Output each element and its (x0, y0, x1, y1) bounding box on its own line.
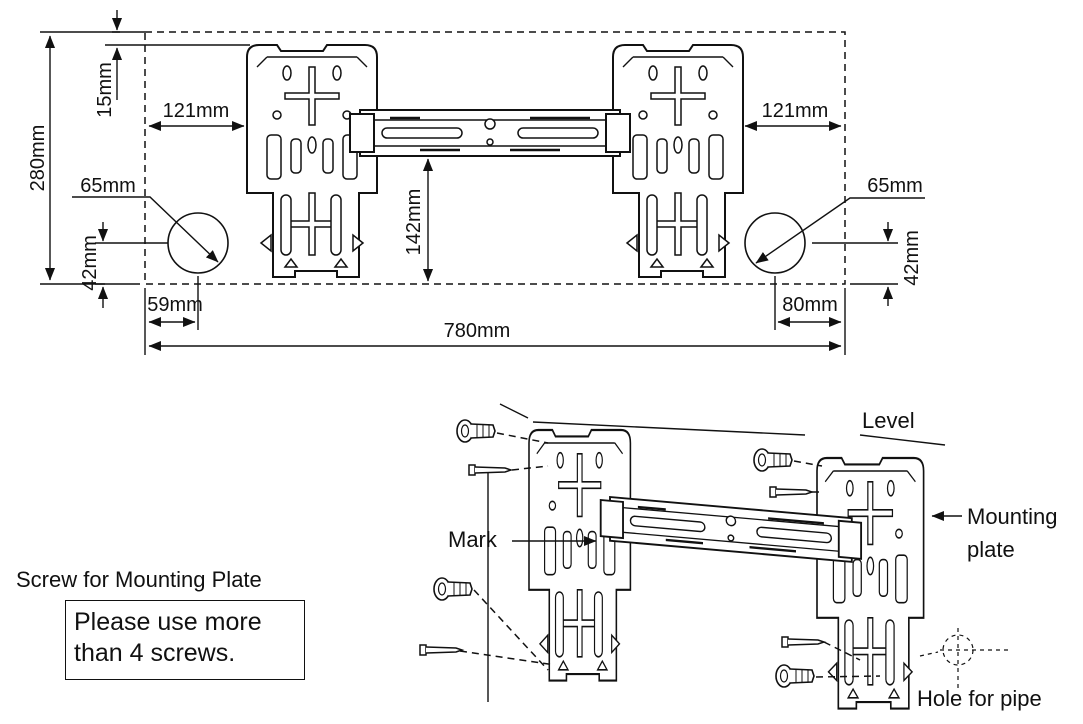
dim-bar-height-label: 142mm (403, 189, 425, 256)
mounting-plate-label-line2: plate (967, 537, 1015, 562)
dim-right-edge-label: 121mm (762, 100, 829, 122)
dim-left-hole-diameter-label: 65mm (80, 175, 136, 197)
wall-anchor-icon (456, 419, 496, 443)
dimension-drawing: 280mm 15mm 121mm 121mm 65mm 65mm (27, 10, 925, 355)
dim-top-margin: 15mm (94, 10, 250, 118)
pipe-hole-marker (919, 628, 1010, 690)
dim-left-edge-label: 121mm (163, 100, 230, 122)
pipe-hole-label: Hole for pipe (917, 686, 1042, 711)
screw-note-line1: Please use more (74, 608, 262, 636)
cross-bar (348, 108, 632, 158)
dim-left-hole-offset: 59mm (144, 276, 203, 355)
dim-overall-height: 280mm (27, 31, 145, 285)
dim-right-edge: 121mm (744, 100, 842, 132)
wall-anchor-icon (775, 664, 815, 688)
dim-left-hole-height: 42mm (79, 222, 168, 308)
install-left-bracket (527, 428, 632, 682)
dim-right-hole-height: 42mm (812, 222, 923, 306)
installation-area-outline (144, 31, 846, 285)
right-bracket (612, 44, 744, 278)
screw-icon (419, 644, 463, 656)
dim-right-hole-diameter-label: 65mm (867, 175, 923, 197)
screw-icon (468, 464, 512, 476)
dim-right-hole-diameter: 65mm (755, 175, 925, 264)
dim-left-hole-height-label: 42mm (79, 235, 101, 291)
installation-view: Level Mark Mounting (419, 403, 1058, 711)
dim-bar-height: 142mm (403, 158, 434, 282)
dim-right-hole-offset: 80mm (774, 276, 846, 355)
screw-note-box: Please use more than 4 screws. (65, 600, 305, 680)
right-pipe-hole (744, 212, 806, 274)
dim-right-hole-height-label: 42mm (901, 230, 923, 286)
dim-left-hole-offset-label: 59mm (147, 294, 203, 316)
dim-left-hole-diameter: 65mm (72, 175, 219, 263)
dim-overall-width-label: 780mm (444, 320, 511, 342)
level-label: Level (862, 408, 915, 433)
screw-note-title: Screw for Mounting Plate (16, 567, 262, 592)
mounting-plate-label-line1: Mounting (967, 504, 1058, 529)
left-bracket (246, 44, 378, 278)
screw-note-line2: than 4 screws. (74, 639, 236, 667)
dim-overall-width: 780mm (148, 320, 842, 352)
dim-overall-height-label: 280mm (27, 125, 49, 192)
dim-right-hole-offset-label: 80mm (782, 294, 838, 316)
screw-icon (781, 636, 825, 648)
mark-label: Mark (448, 527, 498, 552)
install-right-bracket (815, 456, 925, 710)
dim-top-margin-label: 15mm (94, 62, 116, 118)
wall-anchor-icon (433, 577, 473, 601)
screw-icon (769, 486, 813, 498)
dim-left-edge: 121mm (148, 100, 245, 132)
wall-anchor-icon (753, 448, 793, 472)
